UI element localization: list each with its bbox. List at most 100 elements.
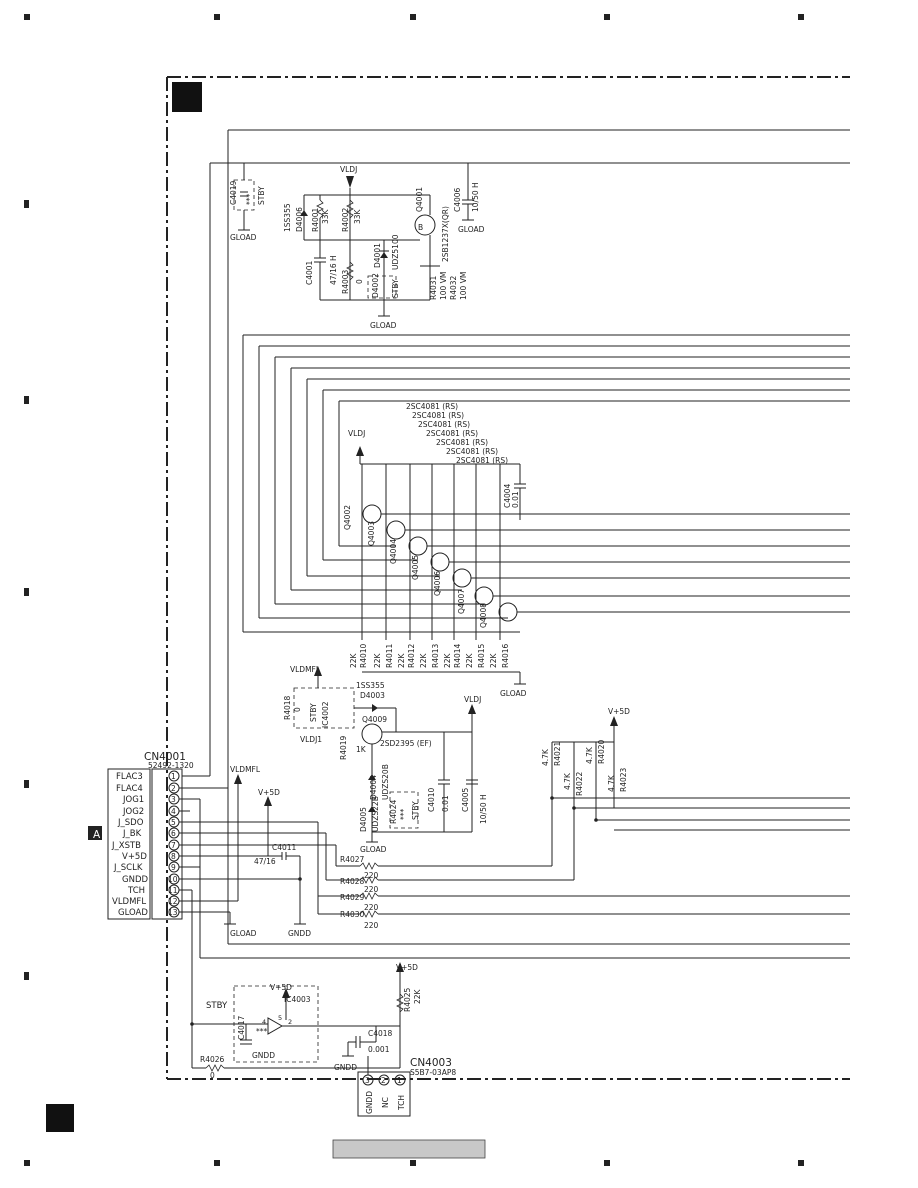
r4003-value: 0 (355, 279, 364, 284)
svg-text:3: 3 (365, 1076, 370, 1085)
q4007-transistor (474, 586, 494, 606)
vldj-label-mid: VLDJ (464, 695, 481, 704)
driver-part-4: 2SC4081 (RS) (426, 429, 478, 438)
gload-label-5: GLOAD (360, 845, 387, 854)
c4001-value: 47/16 H (329, 255, 338, 285)
d4005-part: UDZS22B (371, 796, 380, 832)
c4019-ref: C4019 (229, 180, 238, 205)
q4001-transistor (414, 214, 436, 236)
cn4001-pin-label: GNDD (122, 875, 148, 885)
vldj-label-driver: VLDJ (348, 429, 365, 438)
r4021-ref: R4021 (553, 741, 562, 766)
vldj-arrow-mid (468, 704, 476, 714)
cn4001-pin-body (151, 768, 183, 920)
vldmfl-label-mid: VLDMFL (290, 665, 321, 674)
r4030-ref: R4030 (340, 910, 365, 919)
gload-label-2: GLOAD (458, 225, 485, 234)
r4015-value: 22K (465, 652, 474, 668)
vldj1-label: VLDJ1 (300, 735, 322, 744)
gload-label-3: GLOAD (370, 321, 397, 330)
q4003-transistor (386, 520, 406, 540)
svg-text:B: B (418, 223, 423, 232)
cn4001-part: 52492-1320 (148, 761, 194, 770)
cn4001-pin-label: J_XSTB (111, 841, 141, 851)
r4021-value: 4.7K (541, 748, 550, 766)
d4003-part: 1SS355 (356, 681, 385, 690)
touch-section: STBY V+5D IC4003 4 5 2 C4017 *** GNDD V+… (190, 962, 456, 1117)
ic4003-ref: IC4003 (284, 995, 311, 1004)
vldj-arrow-top (346, 176, 354, 188)
r4013-ref: R4013 (431, 643, 440, 668)
svg-text:10: 10 (168, 875, 178, 884)
q4004-ref: Q4004 (389, 539, 398, 564)
q4004-transistor (408, 536, 428, 556)
r4029-value: 220 (364, 903, 379, 912)
q4009-ref: Q4009 (362, 715, 387, 724)
frame-tag: A (93, 829, 101, 841)
r4012-value: 22K (397, 652, 406, 668)
r4020-value: 4.7K (585, 746, 594, 764)
r4027-ref: R4027 (340, 855, 365, 864)
gload-label-6: GLOAD (230, 929, 257, 938)
r4016-value: 22K (489, 652, 498, 668)
driver-part-1: 2SC4081 (RS) (406, 402, 458, 411)
bus-lines (182, 129, 850, 959)
ic4003-comparator (267, 1017, 284, 1035)
c4018-ref: C4018 (368, 1029, 393, 1038)
q4006-ref: Q4006 (433, 571, 442, 596)
r4010-value: 22K (349, 652, 358, 668)
r4010-ref: R4010 (359, 643, 368, 668)
cn4001-wiring: GLOAD VLDMFL V+5D C4011 47/16 GNDD R4027… (179, 765, 850, 1068)
c4019-note: STBY (257, 186, 266, 205)
q4006-transistor (452, 568, 472, 588)
c4006-value: 10/50 H (471, 182, 480, 212)
cn4001-pin-label: V+5D (122, 852, 147, 862)
svg-text:9: 9 (171, 863, 176, 872)
svg-text:4: 4 (171, 807, 176, 816)
r4028-ref: R4028 (340, 877, 365, 886)
c4011-ref: C4011 (272, 843, 297, 852)
svg-text:11: 11 (168, 886, 178, 895)
svg-text:3: 3 (171, 795, 176, 804)
c4005-value: 10/50 H (479, 794, 488, 824)
cn4001-pin-label: JOG1 (122, 795, 144, 805)
q4005-ref: Q4005 (411, 555, 420, 580)
gload-label-4: GLOAD (500, 689, 527, 698)
r4002-ref: R4002 (341, 207, 350, 232)
q4005-transistor (430, 552, 450, 572)
driver-part-2: 2SC4081 (RS) (412, 411, 464, 420)
cn4003-part: S5B7-03AP8 (410, 1068, 456, 1077)
r4032-ref: R4032 (449, 275, 458, 300)
r4011-value: 22K (373, 652, 382, 668)
r4001-ref: R4001 (311, 207, 320, 232)
q4008-ref: Q4008 (479, 603, 488, 628)
cn4003-pin-label-3: GNDD (365, 1091, 374, 1114)
r4024-standby-box (389, 791, 419, 829)
top-power-section: C4019 *** STBY GLOAD VLDJ 1SS355 D4006 R… (229, 163, 485, 330)
r4027-value: 220 (364, 871, 379, 880)
cn4003-pin-label-2: NC (381, 1097, 390, 1108)
cn4003-ref: CN4003 (410, 1057, 452, 1069)
c4010-value: 0.01 (441, 795, 450, 812)
svg-text:2: 2 (288, 1018, 292, 1026)
r4003-ref: R4003 (341, 269, 350, 294)
svg-text:6: 6 (171, 829, 176, 838)
q4003-ref: Q4003 (367, 521, 376, 546)
r4030-value: 220 (364, 921, 379, 930)
cn4001-pin-label: FLAC4 (116, 784, 143, 794)
stby-label-bottom: STBY (206, 1001, 228, 1011)
svg-text:2: 2 (381, 1076, 386, 1085)
driver-array: 2SC4081 (RS) 2SC4081 (RS) 2SC4081 (RS) 2… (243, 402, 850, 698)
r4018-value: 0 (293, 707, 302, 712)
r4026-value: 0 (210, 1071, 215, 1080)
r4032-value: 100 VM (459, 272, 468, 300)
d4006-ref: D4006 (295, 207, 304, 232)
sheet-frame (46, 76, 850, 1159)
d4001-ref: D4001 (373, 243, 382, 268)
